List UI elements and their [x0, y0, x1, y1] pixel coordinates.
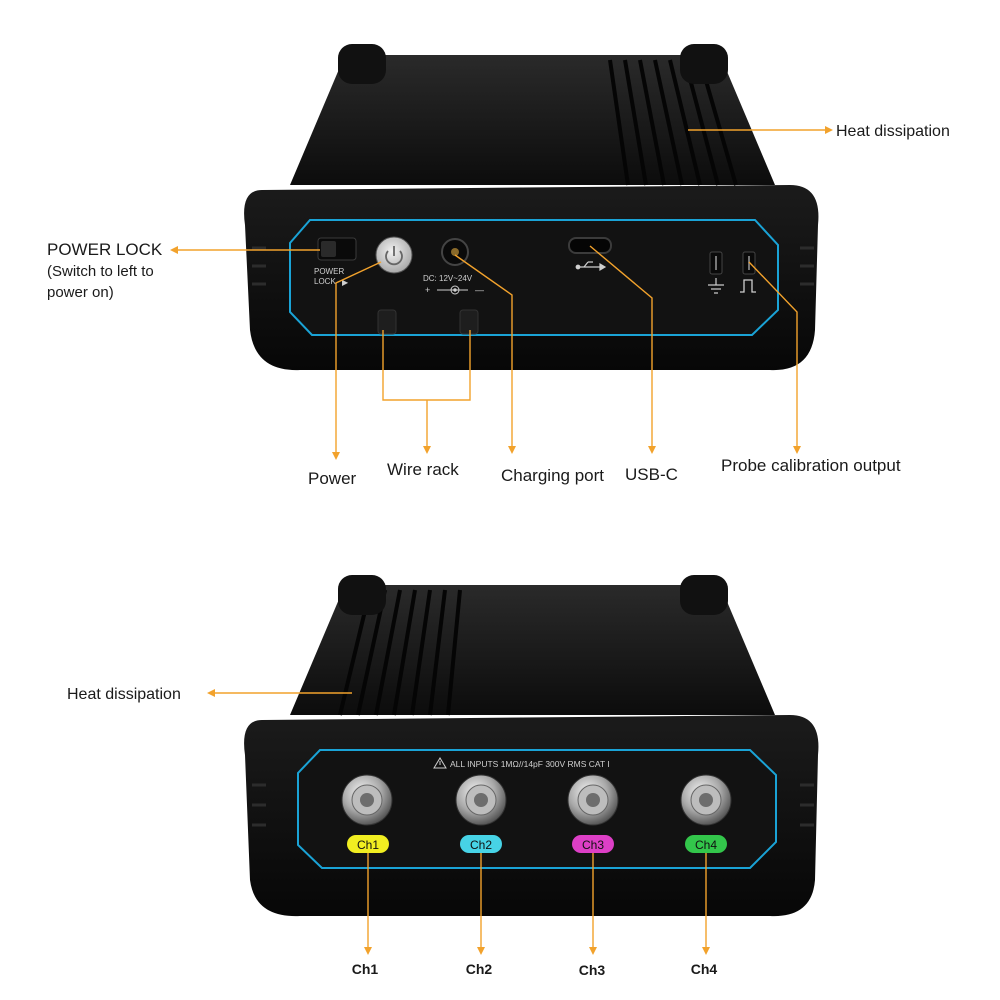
- label-probe-calibration: Probe calibration output: [721, 456, 901, 475]
- top-labels: Heat dissipation POWER LOCK (Switch to l…: [47, 123, 950, 488]
- ground-icon: [708, 278, 724, 294]
- label-power-lock-note-1: (Switch to left to: [47, 263, 154, 280]
- label-power: Power: [308, 469, 357, 488]
- tag-ch1-text: Ch1: [357, 838, 379, 852]
- panel-power-lock-text-1: POWER: [314, 267, 344, 276]
- top-bumper-grooves: [252, 246, 814, 286]
- wire-rack-hook-left: [377, 309, 397, 335]
- label-ch1: Ch1: [352, 961, 379, 977]
- top-bumper-tl: [338, 44, 386, 84]
- panel-power-lock-text-2: LOCK: [314, 277, 336, 286]
- label-heat-dissipation-bottom: Heat dissipation: [67, 686, 181, 703]
- label-charging-port: Charging port: [501, 466, 604, 485]
- bottom-heat-fins: [338, 589, 462, 716]
- tag-ch3-text: Ch3: [582, 838, 604, 852]
- dc-polarity-icon: [437, 285, 468, 295]
- panel-dc-rating: DC: 12V~24V: [423, 274, 473, 283]
- usb-icon: [575, 261, 607, 272]
- tag-ch2-text: Ch2: [470, 838, 492, 852]
- charging-port-pin: [451, 248, 459, 256]
- tag-ch4-text: Ch4: [695, 838, 717, 852]
- top-device-top-surface: [290, 55, 775, 185]
- bnc-ch3[interactable]: [567, 774, 619, 826]
- top-heat-fins: [608, 59, 738, 186]
- tag-ch3: Ch3: [572, 835, 614, 853]
- label-usb-c: USB-C: [625, 465, 678, 484]
- bottom-bumper-tl: [338, 575, 386, 615]
- bnc-ch1[interactable]: [341, 774, 393, 826]
- top-device: POWER LOCK ▶ DC: 12V~24V + —: [244, 44, 819, 371]
- bottom-bumper-grooves: [252, 783, 814, 827]
- bottom-labels: Heat dissipation Ch1 Ch2 Ch3 Ch4: [67, 686, 717, 978]
- label-heat-dissipation-top: Heat dissipation: [836, 123, 950, 140]
- label-power-lock: POWER LOCK: [47, 240, 163, 259]
- square-wave-icon: [740, 279, 756, 293]
- wire-rack-hook-right: [459, 309, 479, 335]
- panel-warning-text: ALL INPUTS 1MΩ//14pF 300V RMS CAT I: [450, 759, 610, 769]
- bottom-device: ALL INPUTS 1MΩ//14pF 300V RMS CAT I Ch1: [244, 575, 819, 917]
- label-ch4: Ch4: [691, 961, 718, 977]
- bottom-bumper-tr: [680, 575, 728, 615]
- top-front-panel: [289, 219, 779, 336]
- power-lock-slider: [321, 241, 336, 257]
- usb-c-port[interactable]: [568, 237, 612, 254]
- tag-ch2: Ch2: [460, 835, 502, 853]
- warning-icon: [433, 757, 447, 769]
- bnc-ch2[interactable]: [455, 774, 507, 826]
- bottom-leader-lines: [207, 689, 710, 955]
- top-leader-lines: [170, 126, 833, 460]
- tag-ch4: Ch4: [685, 835, 727, 853]
- tag-ch1: Ch1: [347, 835, 389, 853]
- bnc-ch4[interactable]: [680, 774, 732, 826]
- bottom-front-panel: [297, 749, 777, 869]
- play-arrow-icon: ▶: [342, 278, 349, 287]
- label-ch3: Ch3: [579, 962, 606, 978]
- power-icon: [385, 246, 403, 266]
- panel-dc-minus: —: [475, 285, 484, 295]
- label-wire-rack: Wire rack: [387, 460, 459, 479]
- panel-dc-plus: +: [425, 285, 430, 295]
- label-power-lock-note-2: power on): [47, 284, 114, 301]
- top-bumper-tr: [680, 44, 728, 84]
- label-ch2: Ch2: [466, 961, 493, 977]
